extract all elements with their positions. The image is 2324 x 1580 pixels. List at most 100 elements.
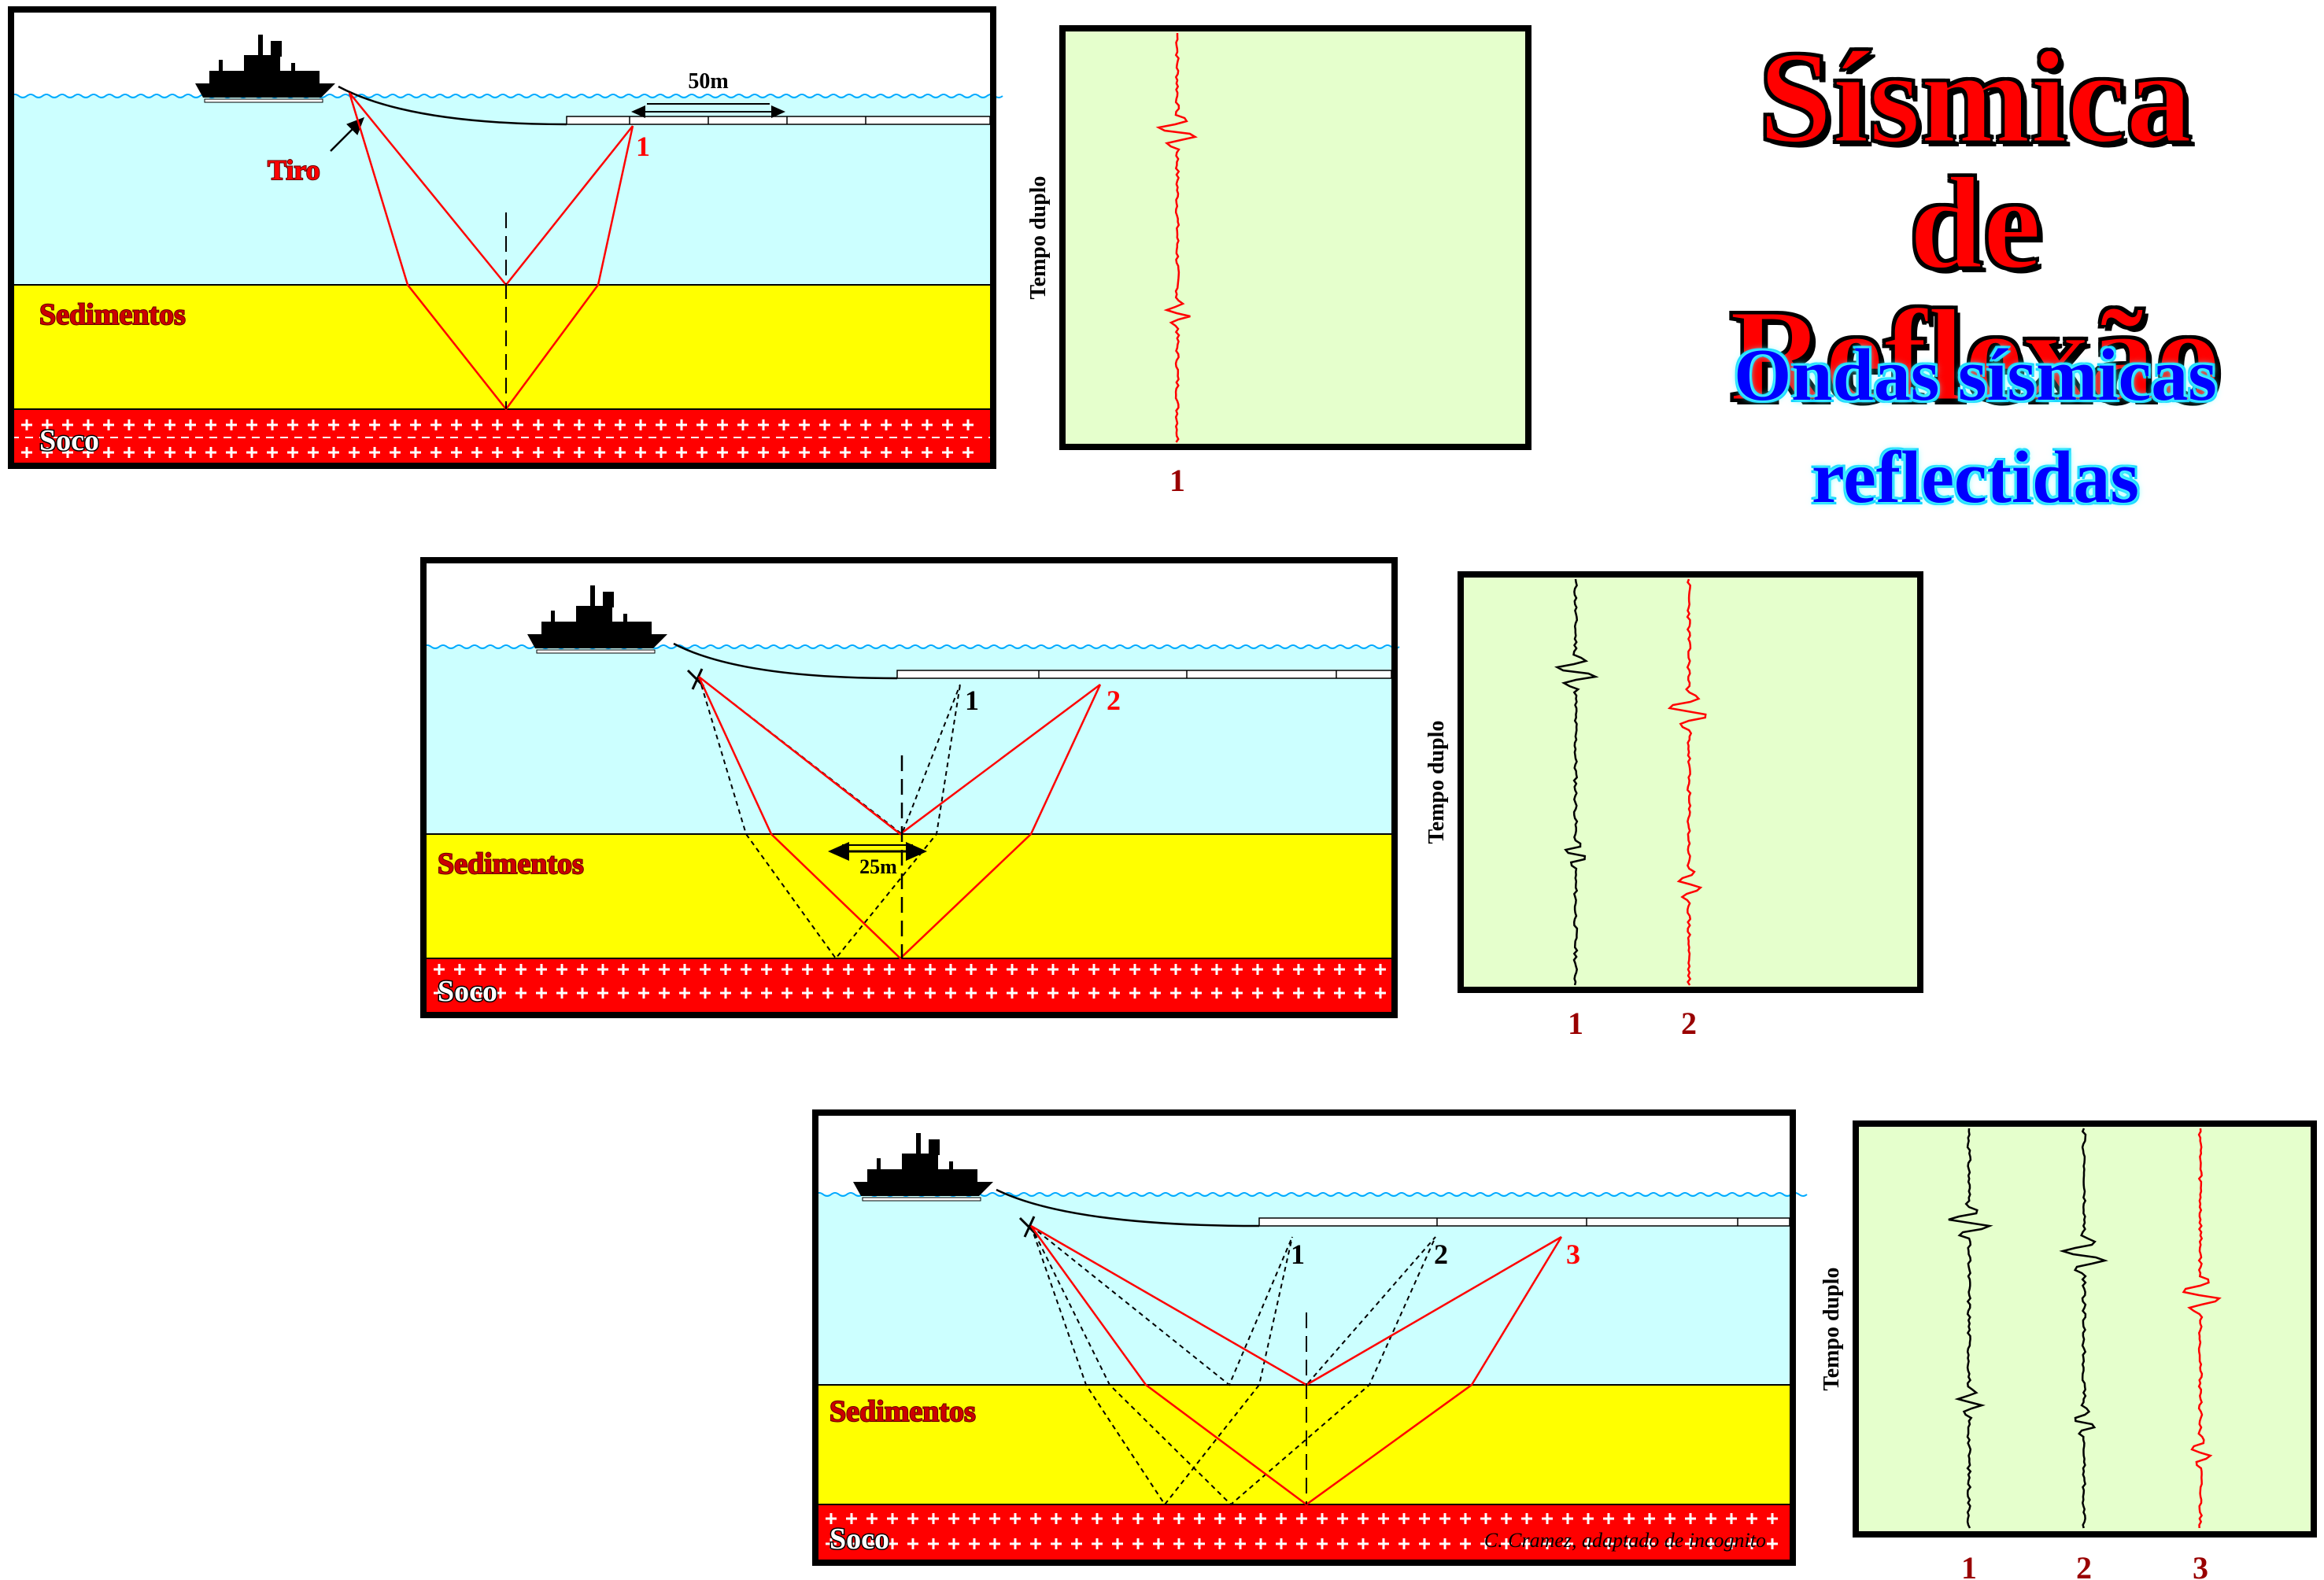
bedrock-cross (1293, 988, 1304, 999)
panel3-trace-3 (2182, 1128, 2222, 1529)
bedrock-cross (454, 964, 465, 975)
title-line-2: de Reflexão (1728, 150, 2222, 429)
bedrock-cross (1276, 1538, 1287, 1549)
bedrock-cross (1501, 1513, 1512, 1524)
ship-davit (291, 63, 295, 72)
bedrock-cross (679, 964, 690, 975)
subtitle-line-2: reflectidas (1812, 437, 2139, 519)
panel1-shot-pointer (330, 116, 365, 152)
bedrock-cross (1293, 964, 1304, 975)
panel2-receiver-label-1: 1 (965, 685, 979, 716)
bedrock-cross (1583, 1513, 1594, 1524)
bedrock-cross (1685, 1513, 1696, 1524)
bedrock-cross (778, 447, 789, 458)
ship-funnel (271, 41, 282, 57)
panel3-cable (996, 1188, 1260, 1227)
bedrock-cross (737, 419, 748, 430)
bedrock-cross (1007, 964, 1018, 975)
bedrock-cross (21, 447, 32, 458)
bedrock-cross (1276, 1513, 1287, 1524)
panel1-bedrock-label: Soco (39, 424, 99, 457)
bedrock-cross (863, 964, 874, 975)
bedrock-cross (901, 447, 912, 458)
panel1-ship (195, 35, 335, 103)
bedrock-cross (1010, 1513, 1021, 1524)
bedrock-cross (1624, 1513, 1635, 1524)
panel1-trace-label-1: 1 (1169, 463, 1185, 498)
bedrock-cross (676, 419, 687, 430)
bedrock-cross (656, 419, 667, 430)
bedrock-cross (962, 419, 974, 430)
bedrock-cross (1542, 1513, 1553, 1524)
bedrock-cross (1170, 964, 1181, 975)
bedrock-cross (42, 447, 53, 458)
bedrock-cross (1313, 988, 1325, 999)
title-line-1: Sísmica (1757, 24, 2193, 171)
panel2-trace-label-1: 1 (1568, 1006, 1583, 1041)
ship-deck (867, 1169, 977, 1183)
bedrock-cross (1337, 1538, 1348, 1549)
bedrock-cross (226, 419, 237, 430)
bedrock-cross (1480, 1538, 1491, 1549)
bedrock-cross (819, 447, 830, 458)
bedrock-cross (904, 988, 915, 999)
bedrock-cross (144, 419, 155, 430)
bedrock-cross (1685, 1538, 1696, 1549)
bedrock-cross (1354, 964, 1365, 975)
bedrock-cross (884, 988, 895, 999)
bedrock-cross (1521, 1538, 1532, 1549)
bedrock-cross (1109, 964, 1120, 975)
bedrock-cross (1398, 1538, 1410, 1549)
bedrock-cross (1334, 988, 1345, 999)
bedrock-cross (962, 447, 974, 458)
bedrock-cross (1562, 1513, 1573, 1524)
panel2-ray-water (698, 676, 1101, 836)
panel1-bedrock-texture (21, 447, 974, 458)
bedrock-cross (267, 419, 278, 430)
bedrock-cross (948, 1513, 959, 1524)
bedrock-cross (843, 988, 854, 999)
bedrock-cross (1296, 1538, 1307, 1549)
bedrock-cross (717, 419, 728, 430)
bedrock-cross (1173, 1538, 1184, 1549)
panel3-hydrophone (1018, 1216, 1037, 1238)
bedrock-cross (904, 964, 915, 975)
panel1-axis-label: Tempo duplo (1026, 176, 1051, 300)
bedrock-cross (928, 1513, 939, 1524)
bedrock-cross (512, 419, 523, 430)
ship-mast (258, 35, 263, 57)
bedrock-cross (349, 419, 360, 430)
bedrock-cross (83, 419, 94, 430)
ship-cabin (244, 55, 280, 72)
panel2-ship (527, 585, 667, 654)
ship-mast (916, 1133, 921, 1155)
bedrock-cross (124, 447, 135, 458)
bedrock-cross (205, 447, 216, 458)
bedrock-cross (1624, 1538, 1635, 1549)
bedrock-cross (1480, 1513, 1491, 1524)
bedrock-cross (1194, 1538, 1205, 1549)
bedrock-cross (822, 964, 833, 975)
bedrock-cross (515, 988, 527, 999)
bedrock-cross (512, 447, 523, 458)
bedrock-cross (781, 988, 793, 999)
bedrock-cross (1460, 1513, 1471, 1524)
panel2-axis-label: Tempo duplo (1424, 721, 1449, 844)
bedrock-cross (185, 447, 196, 458)
bedrock-cross (863, 988, 874, 999)
bedrock-cross (1317, 1538, 1328, 1549)
bedrock-cross (1030, 1513, 1041, 1524)
bedrock-cross (471, 447, 482, 458)
bedrock-cross (737, 447, 748, 458)
bedrock-cross (659, 988, 670, 999)
bedrock-cross (495, 964, 506, 975)
bedrock-cross (1337, 1513, 1348, 1524)
bedrock-cross (948, 1538, 959, 1549)
bedrock-cross (1088, 964, 1099, 975)
bedrock-cross (1603, 1538, 1614, 1549)
bedrock-cross (778, 419, 789, 430)
bedrock-cross (369, 419, 380, 430)
bedrock-cross (901, 419, 912, 430)
bedrock-cross (430, 419, 442, 430)
bedrock-cross (492, 419, 503, 430)
